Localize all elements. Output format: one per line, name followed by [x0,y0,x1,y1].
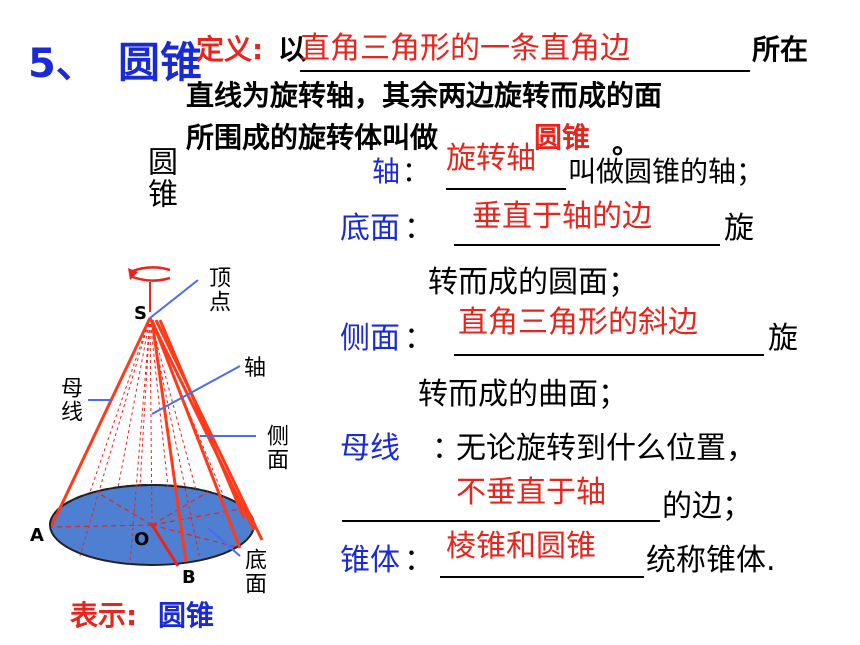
lateral-line2: 转而成的曲面； [418,377,628,412]
radius-ob [150,524,180,567]
side-label: 圆锥 [142,146,177,210]
lateral-blank-line [454,354,764,356]
definition-blank-line [300,70,750,72]
definition-post: 所在 [752,33,809,66]
axis-label: 轴 [372,155,401,188]
section-title: 圆锥 [118,38,203,87]
axis-answer: 旋转轴 [446,141,536,176]
section-number: 5、 [28,41,96,87]
point-s-label: S [134,303,147,324]
axis-diagram-label: 轴 [244,356,267,381]
base-answer: 垂直于轴的边 [472,199,652,234]
definition-pre: 以 [278,33,307,66]
axis-tail: 叫做圆锥的轴； [568,155,765,188]
base-line2: 转而成的圆面； [428,265,638,300]
cone-body-blank-line [440,576,644,578]
cone-outline [50,317,264,563]
definition-line3: 所围成的旋转体叫做 [186,121,439,154]
lateral-sep: ： [404,321,434,356]
generatrix-tail: 的边； [662,489,752,524]
generatrix-label: 母线 [340,431,400,466]
notation-label: 表示: [70,599,138,632]
point-b-label: B [182,567,196,588]
lateral-diagram-label: 侧面 [263,424,288,472]
axis-blank-line [446,188,566,190]
cone-body-label: 锥体 [340,543,400,578]
definition-line2: 直线为旋转轴，其余两边旋转而成的面 [186,79,663,112]
generatrix-sep: ： [432,431,462,466]
notation-value: 圆锥 [158,599,215,632]
apex-label: 顶点 [205,266,230,314]
lateral-answer: 直角三角形的斜边 [458,305,698,340]
generatrix-blank-line [342,520,660,522]
definition-term: 圆锥 [534,121,591,154]
definition-blank-answer: 直角三角形的一条直角边 [300,31,630,66]
generatrix-answer: 不垂直于轴 [456,475,606,510]
lateral-label: 侧面 [340,321,400,356]
definition-end: 。 [612,127,641,160]
cone-body-sep: ： [404,543,434,578]
axis-sep: ： [402,155,431,188]
cone-body-tail: 统称锥体. [646,543,776,578]
base-sep: ： [404,211,434,246]
rotation-arrow-icon [128,266,171,282]
generatrix-diagram-label: 母线 [57,376,82,424]
base-label: 底面 [340,211,400,246]
base-diagram-label: 底面 [241,548,266,596]
base-tail: 旋 [724,211,754,246]
label-pointers [88,279,256,557]
definition-label: 定义: [196,33,264,66]
point-a-label: A [30,525,44,546]
base-blank-line [454,244,720,246]
lateral-tail: 旋 [768,321,798,356]
point-o-label: O [134,529,150,550]
base-radii [51,491,246,548]
cone-body-answer: 棱锥和圆锥 [446,529,596,564]
generatrix-text: 无论旋转到什么位置， [456,431,756,466]
